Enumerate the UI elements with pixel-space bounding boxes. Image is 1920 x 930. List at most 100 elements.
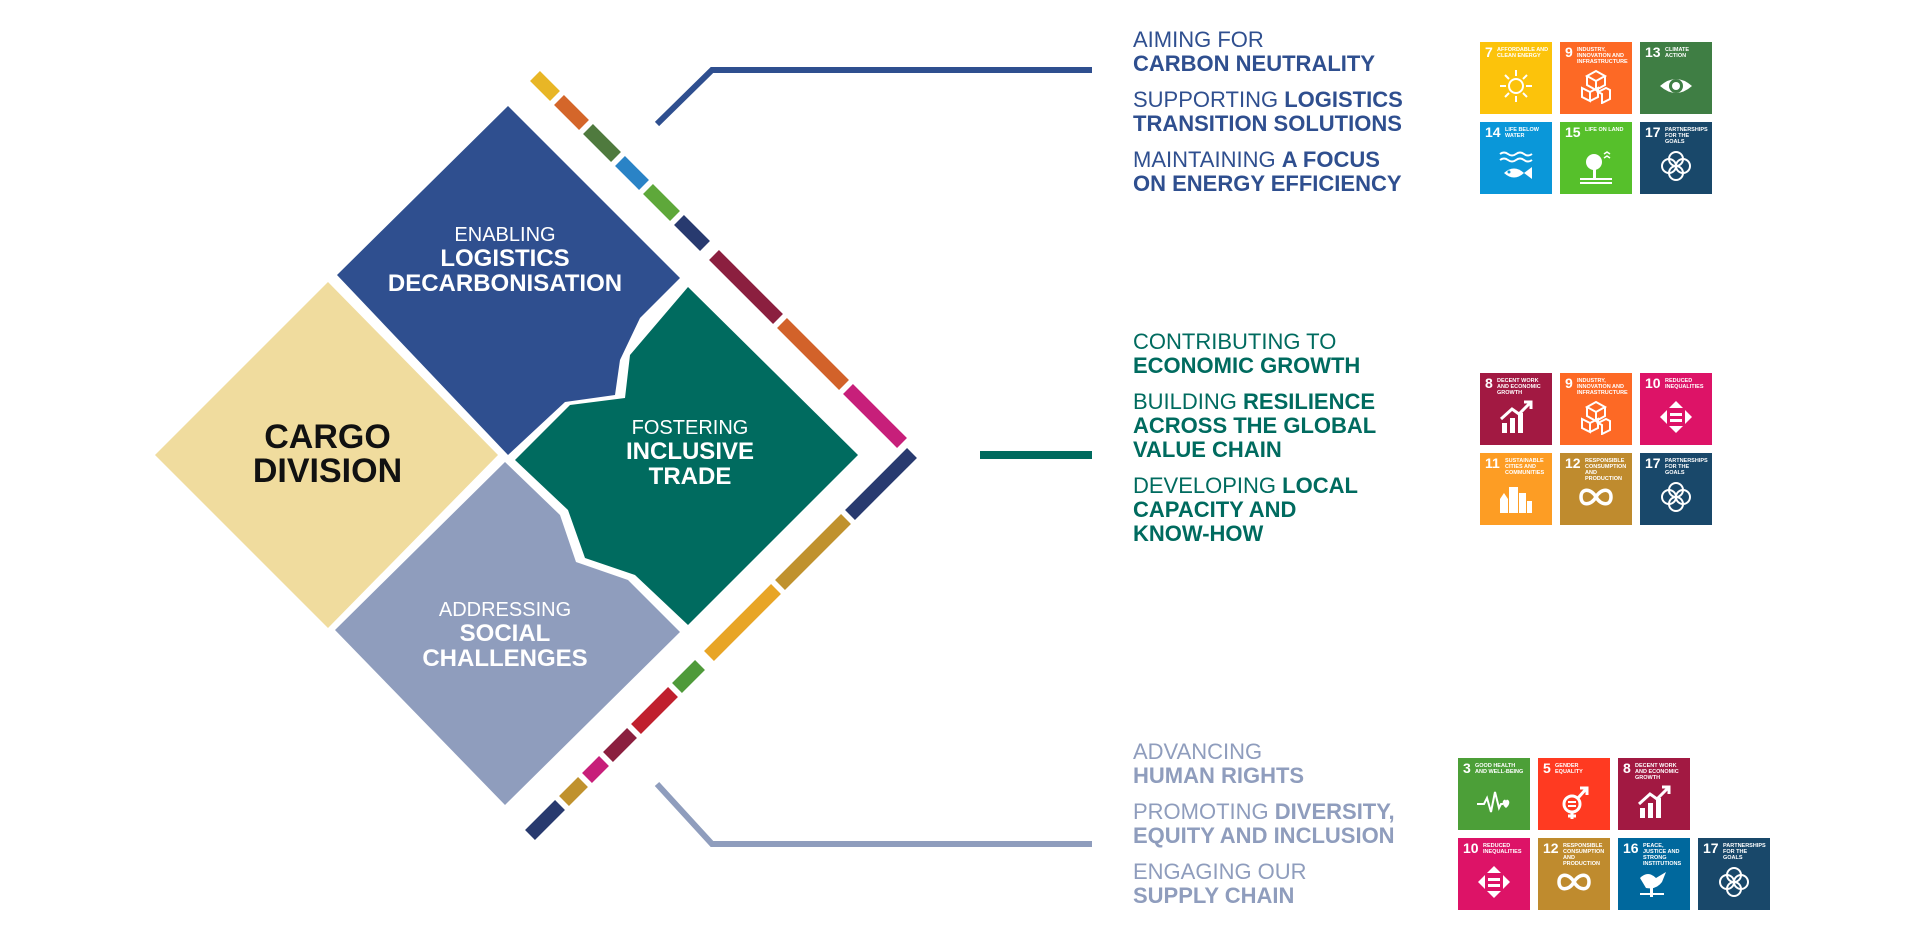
right-quadrant-label: FOSTERING INCLUSIVE TRADE xyxy=(585,417,795,490)
sdg-number: 12 xyxy=(1543,840,1559,856)
item-light: CONTRIBUTING TO xyxy=(1133,329,1337,354)
sdg-number: 7 xyxy=(1485,44,1493,60)
item-light: PROMOTING xyxy=(1133,799,1275,824)
sdg-label: REDUCED INEQUALITIES xyxy=(1483,843,1522,855)
top-quadrant-label: ENABLING LOGISTICS DECARBONISATION xyxy=(350,224,660,297)
bottom-quadrant-bold-1: SOCIAL xyxy=(459,620,551,647)
stripe-segment xyxy=(525,800,565,840)
sdg-label: INDUSTRY, INNOVATION AND INFRASTRUCTURE xyxy=(1577,378,1628,396)
infinity-icon xyxy=(1579,488,1613,506)
stripe-segment xyxy=(777,318,849,390)
stripe-segment xyxy=(615,156,649,190)
top-quadrant-bold-1: LOGISTICS xyxy=(440,245,570,272)
sdg-label: RESPONSIBLE CONSUMPTION AND PRODUCTION xyxy=(1563,843,1605,867)
group-item: BUILDING RESILIENCE ACROSS THE GLOBAL VA… xyxy=(1133,390,1376,462)
stripe-segment xyxy=(674,215,710,251)
stripe-segment xyxy=(631,687,678,734)
bottom-quadrant-label: ADDRESSING SOCIAL CHALLENGES xyxy=(385,600,625,672)
top-quadrant-light: ENABLING xyxy=(454,224,556,246)
sdg-label: DECENT WORK AND ECONOMIC GROWTH xyxy=(1497,378,1541,396)
sdg-label: PARTNERSHIPS FOR THE GOALS xyxy=(1723,843,1766,861)
dove-icon xyxy=(1640,872,1666,897)
connector-line-top xyxy=(654,67,1092,127)
item-bold: KNOW-HOW xyxy=(1133,521,1264,546)
stripe-segment xyxy=(583,124,621,162)
fish-icon xyxy=(1499,151,1533,179)
cubes-icon xyxy=(1581,69,1611,104)
stripe-segment xyxy=(643,184,680,221)
sdg-number: 17 xyxy=(1645,455,1661,471)
sdg-label: PEACE, JUSTICE AND STRONG INSTITUTIONS xyxy=(1643,843,1682,867)
sdg-label: LIFE BELOW WATER xyxy=(1505,127,1539,139)
sdg-goal-5-tile: 5 GENDER EQUALITY xyxy=(1538,758,1610,830)
sdg-number: 14 xyxy=(1485,124,1501,140)
sdg-number: 5 xyxy=(1543,760,1551,776)
item-light: DEVELOPING xyxy=(1133,473,1283,498)
sdg-number: 17 xyxy=(1703,840,1719,856)
cargo-division-label: CARGO DIVISION xyxy=(200,420,455,488)
group-item: MAINTAINING A FOCUS ON ENERGY EFFICIENCY xyxy=(1133,148,1403,196)
group-item: ENGAGING OUR SUPPLY CHAIN xyxy=(1133,860,1395,908)
sdg-label: PARTNERSHIPS FOR THE GOALS xyxy=(1665,458,1708,476)
group-item: SUPPORTING LOGISTICS TRANSITION SOLUTION… xyxy=(1133,88,1403,136)
sdg-goal-11-tile: 11 SUSTAINABLE CITIES AND COMMUNITIES xyxy=(1480,453,1552,525)
item-bold: HUMAN RIGHTS xyxy=(1133,763,1305,788)
group-item: CONTRIBUTING TO ECONOMIC GROWTH xyxy=(1133,330,1376,378)
sdg-label: GENDER EQUALITY xyxy=(1555,763,1583,775)
stripe-segment xyxy=(704,584,781,661)
growth-chart-icon xyxy=(1637,785,1671,818)
stripe-segment xyxy=(672,660,705,693)
item-light: AIMING FOR xyxy=(1133,27,1264,52)
right-quadrant-light: FOSTERING xyxy=(631,417,749,439)
item-bold: VALUE CHAIN xyxy=(1133,437,1282,462)
stripe-segment xyxy=(843,384,907,448)
top-quadrant-bold-2: DECARBONISATION xyxy=(387,270,623,297)
gender-icon xyxy=(1562,786,1589,819)
item-bold: A FOCUS xyxy=(1281,147,1380,172)
sdg-number: 11 xyxy=(1485,455,1500,471)
item-bold: CAPACITY AND xyxy=(1133,497,1297,522)
item-bold: SUPPLY CHAIN xyxy=(1133,883,1295,908)
buildings-icon xyxy=(1500,487,1532,513)
sdg-number: 9 xyxy=(1565,375,1573,391)
item-bold: ACROSS THE GLOBAL xyxy=(1133,413,1377,438)
stripe-segment xyxy=(530,71,560,101)
eye-globe-icon xyxy=(1660,79,1692,93)
item-bold: ON ENERGY EFFICIENCY xyxy=(1133,171,1402,196)
sdg-label: CLIMATE ACTION xyxy=(1665,47,1690,59)
sdg-label: REDUCED INEQUALITIES xyxy=(1665,378,1704,390)
item-bold: LOGISTICS xyxy=(1284,87,1403,112)
sdg-number: 8 xyxy=(1623,760,1631,776)
group-item: AIMING FOR CARBON NEUTRALITY xyxy=(1133,28,1403,76)
heartbeat-icon xyxy=(1477,791,1510,813)
sdg-label: LIFE ON LAND xyxy=(1585,127,1624,133)
sdg-label: SUSTAINABLE CITIES AND COMMUNITIES xyxy=(1505,458,1545,476)
item-bold: DIVERSITY, xyxy=(1274,799,1395,824)
group-item: PROMOTING DIVERSITY, EQUITY AND INCLUSIO… xyxy=(1133,800,1395,848)
group-item: DEVELOPING LOCAL CAPACITY AND KNOW-HOW xyxy=(1133,474,1376,546)
stripe-segment xyxy=(845,448,917,520)
group-2-text: CONTRIBUTING TO ECONOMIC GROWTH BUILDING… xyxy=(1133,330,1376,546)
sdg-stripe xyxy=(525,71,917,840)
bottom-quadrant xyxy=(335,462,680,805)
sdg-number: 12 xyxy=(1565,455,1581,471)
item-light: BUILDING xyxy=(1133,389,1244,414)
item-bold: CARBON NEUTRALITY xyxy=(1133,51,1375,76)
stripe-segment xyxy=(709,250,783,324)
bottom-quadrant-bold-2: CHALLENGES xyxy=(422,645,588,672)
item-light: SUPPORTING xyxy=(1133,87,1285,112)
stripe-segment xyxy=(582,756,609,783)
